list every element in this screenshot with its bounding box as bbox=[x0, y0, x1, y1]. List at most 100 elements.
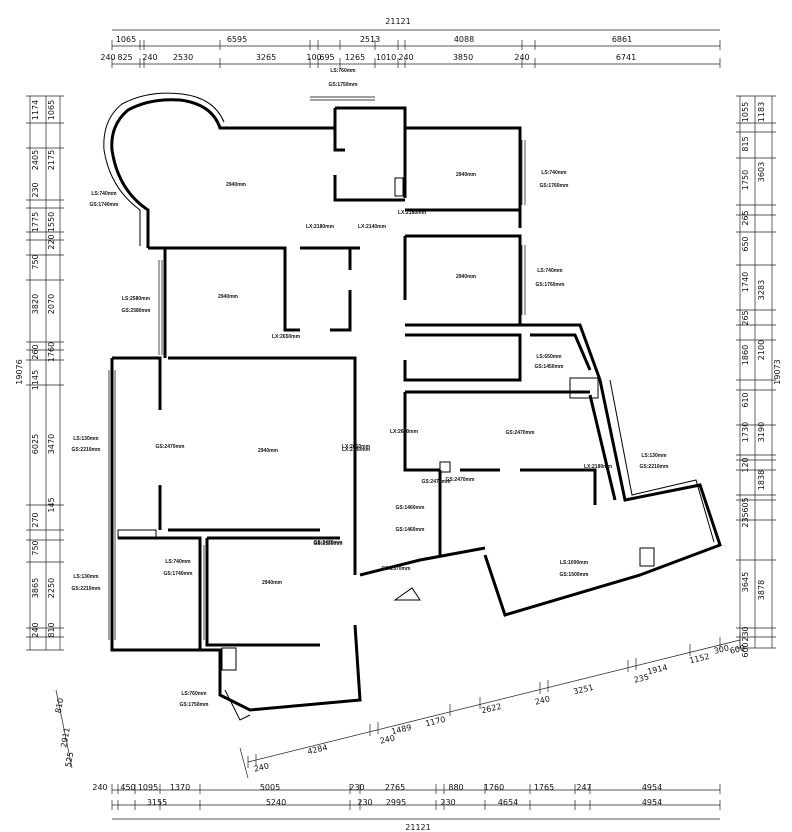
dimension-text: 3878 bbox=[757, 580, 766, 600]
dimension-text: 3283 bbox=[757, 280, 766, 300]
dimension-text: 880 bbox=[448, 783, 463, 792]
dimension-text: 21121 bbox=[405, 823, 430, 832]
dimension-text: 230 bbox=[440, 798, 455, 807]
dimension-text: 240 bbox=[100, 53, 115, 62]
entrance-marker bbox=[393, 587, 421, 601]
room-height-label: 2940mm bbox=[226, 182, 247, 188]
dimension-text: 695 bbox=[319, 53, 334, 62]
dimension-ticks bbox=[26, 40, 776, 810]
dimension-text: 3470 bbox=[47, 434, 56, 454]
dimension-text: 1183 bbox=[757, 102, 766, 122]
dimension-text: 1760 bbox=[484, 783, 504, 792]
dimension-text: 3603 bbox=[757, 162, 766, 182]
dimension-text: 3155 bbox=[147, 798, 167, 807]
dimension-note: GS:1500mm bbox=[560, 572, 589, 578]
dimension-text: 240 bbox=[142, 53, 157, 62]
dimension-note: GS:1750mm bbox=[180, 702, 209, 708]
dimension-text: 5005 bbox=[260, 783, 280, 792]
dimension-text: 650 bbox=[741, 236, 750, 251]
dimension-text: 2175 bbox=[47, 150, 56, 170]
dimension-text: 2765 bbox=[385, 783, 405, 792]
dimension-text: 270 bbox=[31, 512, 40, 527]
dimension-note: LS:1000mm bbox=[560, 560, 589, 566]
dimension-text: 6595 bbox=[227, 35, 247, 44]
room-height-label: 2940mm bbox=[258, 448, 279, 454]
dimension-note: GS:2470mm bbox=[446, 477, 475, 483]
dimension-text: 1065 bbox=[47, 100, 56, 120]
dimension-text: 525 bbox=[64, 751, 76, 768]
dimension-note: LS:740mm bbox=[91, 191, 117, 197]
dimension-text: 3645 bbox=[741, 572, 750, 592]
dimension-note: LS:130mm bbox=[73, 436, 99, 442]
dimension-text: 4654 bbox=[498, 798, 518, 807]
dimension-text: 4954 bbox=[642, 798, 662, 807]
dimension-note: LX:2650mm bbox=[342, 444, 371, 450]
walls bbox=[103, 92, 722, 721]
dimension-text: 1145 bbox=[31, 370, 40, 390]
dimension-text: 600 bbox=[741, 642, 750, 657]
room-height-label: 2940mm bbox=[456, 274, 477, 280]
dimension-text: 1760 bbox=[47, 342, 56, 362]
dimension-text: 19076 bbox=[15, 359, 24, 384]
dimension-note: LS:130mm bbox=[73, 574, 99, 580]
room-height-label: 2940mm bbox=[218, 294, 239, 300]
dimension-text: 4284 bbox=[306, 743, 328, 757]
dimension-text: 100 bbox=[306, 53, 321, 62]
dimension-note: GS:2580mm bbox=[122, 308, 151, 314]
dimension-text: 300 bbox=[713, 643, 730, 655]
dimension-text: 815 bbox=[741, 136, 750, 151]
dimension-note: LX:2650mm bbox=[390, 429, 419, 435]
dimension-text: 21121 bbox=[385, 17, 410, 26]
dimension-text: 235 bbox=[633, 672, 650, 684]
dimension-note: LX:2180mm bbox=[398, 210, 427, 216]
dimension-text: 600 bbox=[729, 643, 746, 655]
dimension-text: 265 bbox=[741, 310, 750, 325]
dimension-note: LS:740mm bbox=[165, 559, 191, 565]
dimension-text: 2995 bbox=[386, 798, 406, 807]
dimension-text: 240 bbox=[92, 783, 107, 792]
dimension-text: 265 bbox=[741, 210, 750, 225]
dimension-note: GS:1460mm bbox=[396, 527, 425, 533]
dimension-note: LX:2180mm bbox=[584, 464, 613, 470]
dimension-text: 6861 bbox=[612, 35, 632, 44]
dimension-text: 6025 bbox=[31, 434, 40, 454]
dimension-lines bbox=[29, 29, 773, 820]
dimension-text: 240 bbox=[514, 53, 529, 62]
dimension-note: GS:2570mm bbox=[382, 566, 411, 572]
dimension-text: 5240 bbox=[266, 798, 286, 807]
dimension-text: 1730 bbox=[741, 422, 750, 442]
dimension-text: 825 bbox=[117, 53, 132, 62]
dimension-text: 6741 bbox=[616, 53, 636, 62]
dimension-text: 1550 bbox=[47, 212, 56, 232]
dimension-note: GS:2470mm bbox=[156, 444, 185, 450]
dimension-note: GS:2470mm bbox=[506, 430, 535, 436]
dimension-note: GS:1740mm bbox=[164, 571, 193, 577]
dimension-note: LS:2580mm bbox=[122, 296, 151, 302]
dimension-text: 610 bbox=[741, 392, 750, 407]
dimension-text: 750 bbox=[31, 254, 40, 269]
dimension-note: LX:2180mm bbox=[306, 224, 335, 230]
dimension-text: 605 bbox=[741, 497, 750, 512]
dimension-text: 120 bbox=[741, 457, 750, 472]
dimension-note: GS:1740mm bbox=[90, 202, 119, 208]
dimension-text: 2250 bbox=[47, 578, 56, 598]
dimension-text: 810 bbox=[47, 622, 56, 637]
dimension-text: 3251 bbox=[572, 683, 594, 697]
dimension-text: 2070 bbox=[47, 294, 56, 314]
dimension-text: 1010 bbox=[376, 53, 396, 62]
dimension-text: 260 bbox=[31, 344, 40, 359]
room-height-label: 2940mm bbox=[262, 580, 283, 586]
dimension-text: 3190 bbox=[757, 422, 766, 442]
dimension-text: 3865 bbox=[31, 578, 40, 598]
dimension-text: 2911 bbox=[59, 727, 71, 749]
dimension-text: 2513 bbox=[360, 35, 380, 44]
dimension-text: 4088 bbox=[454, 35, 474, 44]
dimension-text: 240 bbox=[253, 761, 270, 773]
dimension-note: GS:2210mm bbox=[640, 464, 669, 470]
dimension-text: 1055 bbox=[741, 102, 750, 122]
dimension-text: 2100 bbox=[757, 340, 766, 360]
dimension-note: GS:2470mm bbox=[314, 540, 343, 546]
dimension-text: 230 bbox=[357, 798, 372, 807]
dimension-text: 4954 bbox=[642, 783, 662, 792]
dimension-text: 145 bbox=[47, 497, 56, 512]
